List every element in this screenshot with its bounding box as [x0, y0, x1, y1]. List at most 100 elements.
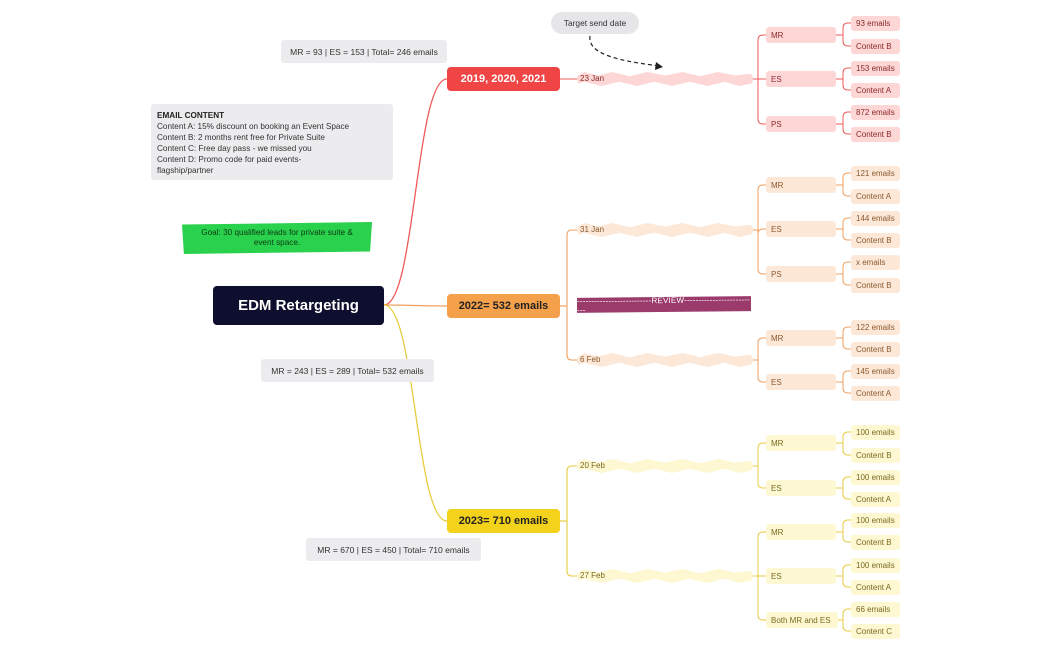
content-leaf[interactable]: Content B	[851, 447, 900, 463]
email-content-note[interactable]: EMAIL CONTENT Content A: 15% discount on…	[151, 104, 393, 180]
branch-to-date-link	[566, 306, 578, 361]
group-to-leaf-link	[842, 620, 851, 632]
email-count-leaf[interactable]: 100 emails	[851, 512, 900, 528]
group-to-leaf-link	[842, 382, 851, 394]
content-leaf[interactable]: Content B	[851, 38, 900, 54]
group-to-leaf-link	[842, 22, 851, 35]
review-marker[interactable]: --------------------------REVIEW--------…	[577, 296, 751, 313]
branch-summary[interactable]: MR = 243 | ES = 289 | Total= 532 emails	[261, 359, 434, 382]
branch-topic[interactable]: 2022= 532 emails	[447, 294, 560, 318]
email-count-leaf[interactable]: 121 emails	[851, 165, 900, 181]
date-label[interactable]: 27 Feb	[580, 571, 605, 580]
email-count-leaf[interactable]: x emails	[851, 254, 900, 270]
content-leaf[interactable]: Content A	[851, 491, 900, 507]
segment-topic[interactable]: ES	[766, 374, 836, 390]
group-to-leaf-link	[842, 172, 851, 185]
root-topic[interactable]: EDM Retargeting	[213, 286, 384, 325]
date-to-group-link	[757, 466, 766, 489]
group-to-leaf-link	[842, 111, 851, 124]
group-to-leaf-link	[842, 338, 851, 350]
date-label[interactable]: 23 Jan	[580, 74, 605, 83]
segment-topic[interactable]: MR	[766, 177, 836, 193]
branch-summary[interactable]: MR = 670 | ES = 450 | Total= 710 emails	[306, 538, 481, 561]
content-leaf[interactable]: Content B	[851, 232, 900, 248]
segment-topic[interactable]: MR	[766, 435, 836, 451]
email-content-line: Content B: 2 months rent free for Privat…	[157, 133, 325, 142]
date-label[interactable]: 20 Feb	[580, 461, 605, 470]
segment-topic[interactable]: ES	[766, 568, 836, 584]
email-content-title: EMAIL CONTENT	[157, 111, 225, 120]
goal-text: Goal: 30 qualified leads for private sui…	[201, 228, 353, 247]
content-leaf[interactable]: Content B	[851, 277, 900, 293]
email-count-leaf[interactable]: 66 emails	[851, 601, 900, 617]
content-leaf[interactable]: Content C	[851, 623, 900, 639]
date-label[interactable]: 31 Jan	[580, 225, 605, 234]
segment-topic[interactable]: Both MR and ES	[766, 612, 838, 628]
branch-to-date-link	[566, 229, 578, 306]
segment-topic[interactable]: PS	[766, 266, 836, 282]
group-to-leaf-link	[842, 217, 851, 229]
date-to-group-link	[757, 79, 766, 125]
email-count-leaf[interactable]: 872 emails	[851, 104, 900, 120]
group-to-leaf-link	[842, 608, 851, 620]
group-to-leaf-link	[842, 476, 851, 488]
email-count-leaf[interactable]: 100 emails	[851, 424, 900, 440]
goal-note[interactable]: Goal: 30 qualified leads for private sui…	[182, 222, 372, 254]
content-leaf[interactable]: Content A	[851, 385, 900, 401]
email-content-line: Content A: 15% discount on booking an Ev…	[157, 122, 350, 131]
segment-topic[interactable]: PS	[766, 116, 836, 132]
target-send-date-callout[interactable]: Target send date	[551, 12, 639, 34]
content-leaf[interactable]: Content A	[851, 579, 900, 595]
segment-topic[interactable]: MR	[766, 524, 836, 540]
group-to-leaf-link	[842, 564, 851, 576]
group-to-leaf-link	[842, 443, 851, 456]
segment-topic[interactable]: MR	[766, 330, 836, 346]
content-leaf[interactable]: Content B	[851, 126, 900, 142]
email-content-line: flagship/partner	[157, 166, 214, 175]
content-leaf[interactable]: Content B	[851, 341, 900, 357]
branch-to-date-link	[566, 465, 578, 521]
root-to-branch-link	[383, 304, 448, 307]
arrow-head-icon	[655, 62, 663, 70]
email-count-leaf[interactable]: 122 emails	[851, 319, 900, 335]
root-to-branch-link	[383, 78, 448, 306]
segment-topic[interactable]: ES	[766, 480, 836, 496]
date-to-group-link	[757, 531, 766, 576]
group-to-leaf-link	[842, 519, 851, 532]
date-to-group-link	[757, 34, 766, 79]
group-to-leaf-link	[842, 576, 851, 588]
email-count-leaf[interactable]: 145 emails	[851, 363, 900, 379]
group-to-leaf-link	[842, 67, 851, 79]
content-leaf[interactable]: Content B	[851, 534, 900, 550]
segment-topic[interactable]: ES	[766, 221, 836, 237]
group-to-leaf-link	[842, 79, 851, 91]
date-to-group-link	[757, 337, 766, 360]
branch-topic[interactable]: 2019, 2020, 2021	[447, 67, 560, 91]
content-leaf[interactable]: Content A	[851, 82, 900, 98]
date-to-group-link	[757, 230, 766, 275]
date-to-group-link	[757, 576, 766, 621]
group-to-leaf-link	[842, 35, 851, 47]
group-to-leaf-link	[842, 185, 851, 197]
segment-topic[interactable]: ES	[766, 71, 836, 87]
branch-summary[interactable]: MR = 93 | ES = 153 | Total= 246 emails	[281, 40, 447, 63]
email-count-leaf[interactable]: 100 emails	[851, 469, 900, 485]
segment-topic[interactable]: MR	[766, 27, 836, 43]
date-label[interactable]: 6 Feb	[580, 355, 601, 364]
group-to-leaf-link	[842, 229, 851, 241]
group-to-leaf-link	[842, 124, 851, 135]
email-count-leaf[interactable]: 100 emails	[851, 557, 900, 573]
group-to-leaf-link	[842, 431, 851, 443]
group-to-leaf-link	[842, 532, 851, 543]
email-count-leaf[interactable]: 153 emails	[851, 60, 900, 76]
branch-to-date-link	[566, 521, 578, 577]
target-date-arrow	[589, 35, 661, 67]
group-to-leaf-link	[842, 261, 851, 274]
group-to-leaf-link	[842, 274, 851, 286]
email-content-line: Content D: Promo code for paid events-	[157, 155, 302, 164]
branch-topic[interactable]: 2023= 710 emails	[447, 509, 560, 533]
email-count-leaf[interactable]: 144 emails	[851, 210, 900, 226]
email-count-leaf[interactable]: 93 emails	[851, 15, 900, 31]
content-leaf[interactable]: Content A	[851, 188, 900, 204]
